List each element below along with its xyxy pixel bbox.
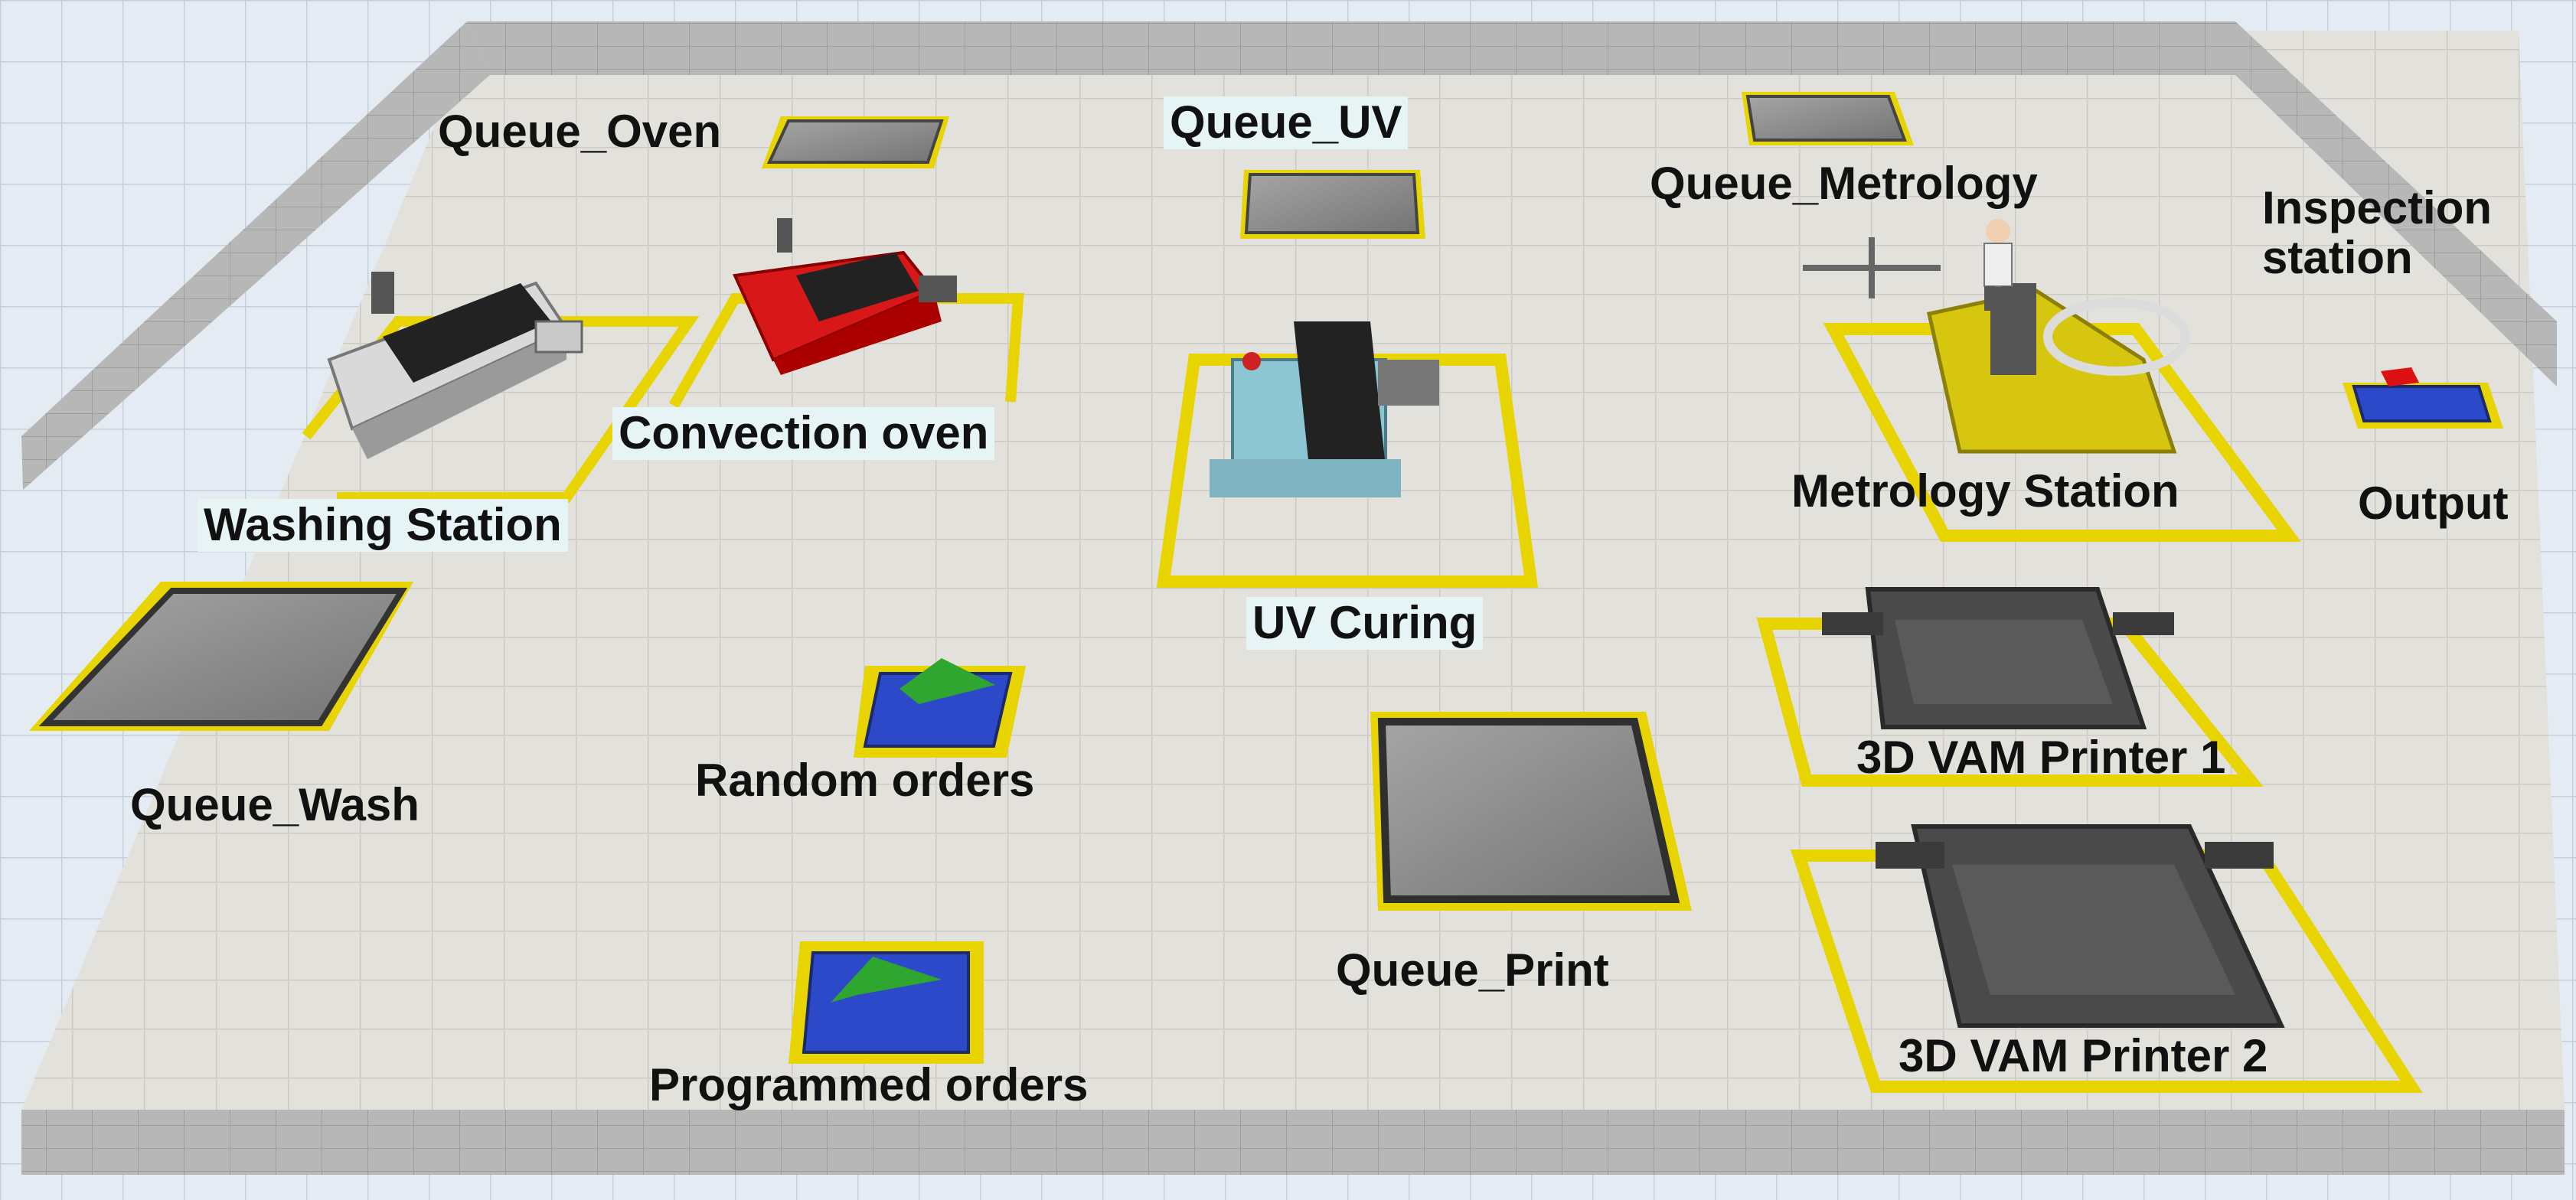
printer-2-machine[interactable] — [1876, 824, 2285, 1028]
left-wall — [21, 21, 490, 490]
programmed-orders-source[interactable] — [788, 941, 984, 1064]
output-label: Output — [2358, 478, 2509, 529]
washing-station-label: Washing Station — [198, 499, 568, 552]
robot-arm-icon — [2043, 298, 2190, 376]
convection-oven-label: Convection oven — [612, 407, 995, 460]
right-wall — [2235, 21, 2557, 386]
queue-print-tile[interactable] — [1370, 712, 1692, 911]
back-wall — [467, 21, 2235, 75]
metrology-station-machine[interactable] — [1927, 283, 2190, 454]
queue-print-label: Queue_Print — [1336, 944, 1609, 996]
monitor-icon — [777, 218, 792, 253]
flag-icon — [2381, 367, 2419, 386]
operator-icon[interactable] — [1983, 219, 2013, 311]
printer-1-label: 3D VAM Printer 1 — [1856, 732, 2226, 783]
front-wall — [21, 1110, 2565, 1175]
queue-oven-tile[interactable] — [762, 116, 949, 168]
programmed-orders-label: Programmed orders — [649, 1059, 1089, 1110]
queue-uv-tile[interactable] — [1240, 170, 1425, 239]
queue-wash-tile[interactable] — [29, 582, 413, 731]
status-light-icon — [1242, 352, 1261, 370]
washing-station-machine[interactable] — [327, 272, 583, 459]
monitor-icon — [371, 272, 394, 314]
green-order-icon — [899, 658, 995, 704]
green-order-icon — [831, 957, 942, 1003]
uv-curing-label: UV Curing — [1246, 597, 1484, 650]
printer-1-machine[interactable] — [1822, 587, 2174, 729]
random-orders-source[interactable] — [854, 658, 1026, 758]
queue-uv-label: Queue_UV — [1164, 96, 1409, 149]
queue-oven-label: Queue_Oven — [438, 106, 722, 157]
metrology-station-label: Metrology Station — [1791, 465, 2179, 517]
queue-metrology-tile[interactable] — [1742, 92, 1914, 145]
output-sink[interactable] — [2343, 367, 2503, 429]
random-orders-label: Random orders — [695, 755, 1035, 806]
convection-oven-machine[interactable] — [733, 218, 957, 375]
uv-curing-machine[interactable] — [1210, 321, 1439, 497]
printer-2-label: 3D VAM Printer 2 — [1899, 1030, 2268, 1081]
crosshair-icon — [1803, 237, 1941, 298]
queue-metrology-label: Queue_Metrology — [1650, 158, 2038, 209]
queue-wash-label: Queue_Wash — [130, 779, 420, 830]
inspection-station-label: Inspection station — [2262, 182, 2493, 283]
